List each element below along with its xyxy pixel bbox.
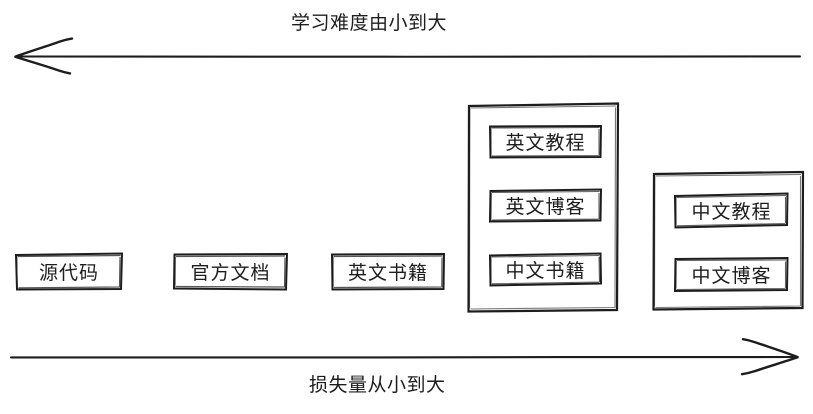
node-en-books[interactable]: 英文书籍 — [330, 252, 446, 291]
bottom-axis-label: 损失量从小到大 — [309, 374, 446, 396]
node-en-blog[interactable]: 英文博客 — [488, 188, 603, 223]
node-label: 英文书籍 — [347, 262, 428, 284]
node-label: 中文教程 — [691, 201, 772, 223]
group-box-1[interactable]: 英文教程 英文博客 中文书籍 — [466, 102, 621, 313]
group-box-2[interactable]: 中文教程 中文博客 — [651, 170, 806, 311]
node-label: 官方文档 — [190, 262, 271, 284]
difficulty-arrow-icon — [14, 37, 802, 75]
node-official-docs[interactable]: 官方文档 — [172, 252, 289, 291]
node-label: 中文博客 — [691, 265, 772, 287]
node-label: 中文书籍 — [505, 260, 586, 282]
node-source-code[interactable]: 源代码 — [14, 252, 124, 291]
node-label: 英文教程 — [505, 132, 586, 154]
node-label: 英文博客 — [505, 196, 586, 218]
node-en-tutorial[interactable]: 英文教程 — [488, 124, 603, 159]
node-label: 源代码 — [38, 262, 99, 284]
top-axis-label: 学习难度由小到大 — [291, 12, 448, 34]
node-cn-tutorial[interactable]: 中文教程 — [673, 192, 790, 229]
node-cn-books[interactable]: 中文书籍 — [488, 252, 603, 287]
loss-arrow-icon — [9, 338, 799, 376]
node-cn-blog[interactable]: 中文博客 — [673, 256, 790, 293]
